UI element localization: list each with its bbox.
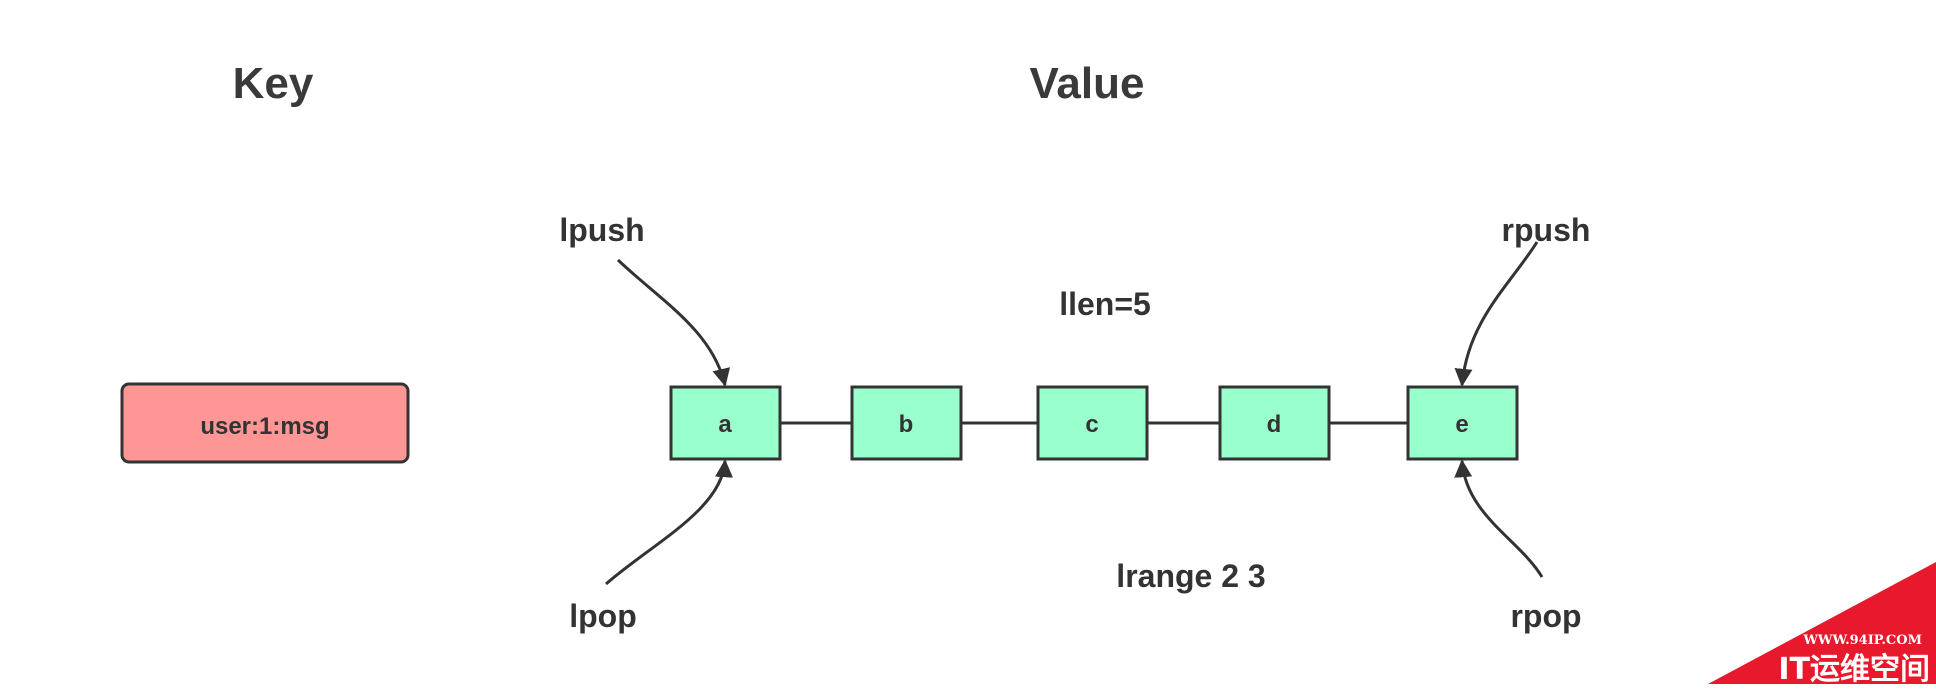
lpush-arrow [616, 258, 731, 387]
watermark-url: WWW.94IP.COM [1802, 633, 1922, 648]
list-node: c [1036, 385, 1149, 461]
node-box [850, 385, 963, 461]
watermark: WWW.94IP.COM IT运维空间 [1708, 562, 1936, 687]
node-box [1036, 385, 1149, 461]
node-box [1406, 385, 1519, 461]
llen-label: llen=5 [1059, 286, 1151, 322]
rpop-label: rpop [1510, 598, 1581, 634]
node-label: d [1267, 411, 1282, 438]
list-node: d [1218, 385, 1331, 461]
key-box-label: user:1:msg [200, 413, 329, 440]
node-box [669, 385, 782, 461]
node-label: e [1455, 411, 1468, 438]
node-box [1218, 385, 1331, 461]
node-label: c [1085, 411, 1098, 438]
lpop-arrow [605, 459, 733, 586]
list-node: e [1406, 385, 1519, 461]
watermark-name: IT运维空间 [1778, 652, 1930, 684]
list-nodes: a b c d e [669, 385, 1519, 461]
lpop-label: lpop [569, 598, 637, 634]
key-box: user:1:msg [120, 382, 410, 464]
watermark-triangle [1708, 562, 1936, 684]
rpop-arrow [1454, 459, 1544, 578]
lpush-label: lpush [559, 212, 644, 248]
node-label: a [718, 411, 732, 438]
list-node: a [669, 385, 782, 461]
key-box-shape [120, 382, 410, 464]
value-heading: Value [1030, 59, 1145, 108]
lrange-label: lrange 2 3 [1116, 558, 1265, 594]
operation-arrows [605, 241, 1544, 586]
node-label: b [899, 411, 914, 438]
list-node: b [850, 385, 963, 461]
rpush-arrow [1454, 241, 1539, 387]
key-heading: Key [233, 59, 314, 108]
rpush-label: rpush [1502, 212, 1591, 248]
